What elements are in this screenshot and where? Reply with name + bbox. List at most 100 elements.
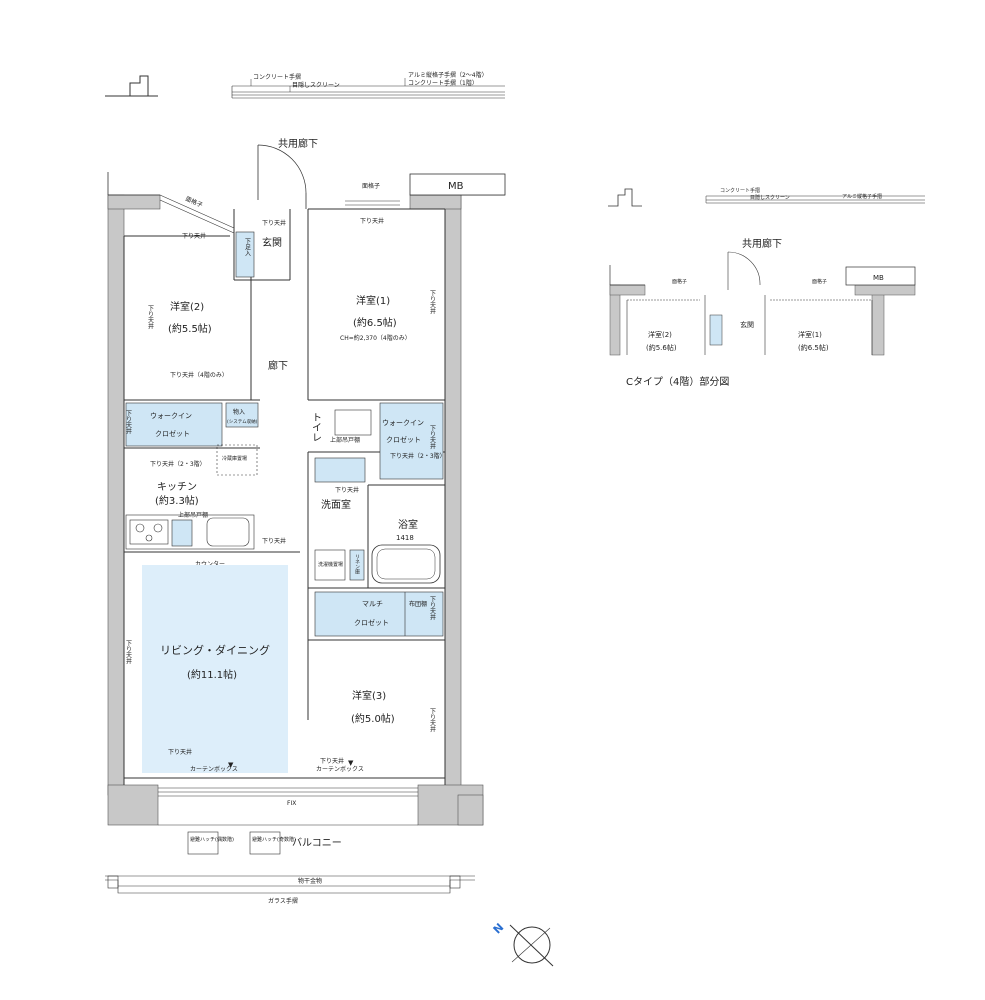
ceiling-kitchen-top: 下り天井（2・3階） bbox=[150, 460, 206, 468]
futon-label: 布団棚 bbox=[409, 600, 427, 608]
hatch-odd bbox=[249, 831, 281, 855]
bathroom-code: 1418 bbox=[396, 534, 414, 542]
inset-alu-rail: アルミ縦格子手摺 bbox=[842, 193, 882, 200]
entrance-label: 玄関 bbox=[262, 236, 282, 249]
ceiling-western2-side: 下り天井 bbox=[147, 305, 154, 330]
blind-screen-label: 目隠しスクリーン bbox=[292, 81, 340, 89]
counter-label: カウンター bbox=[195, 560, 225, 568]
inset-mb-label: MB bbox=[873, 274, 884, 282]
main-plan: MB bbox=[105, 137, 506, 905]
inset-blind-screen: 目隠しスクリーン bbox=[750, 194, 790, 201]
western1-ch-note: CH=約2,370（4階のみ） bbox=[340, 334, 411, 342]
ceiling-4f-note: 下り天井（4階のみ） bbox=[170, 371, 228, 379]
glass-rail-label: ガラス手摺 bbox=[268, 897, 298, 905]
hallway-label: 廊下 bbox=[268, 359, 288, 372]
grille-right-label: 面格子 bbox=[362, 182, 380, 190]
inset-western2-size: (約5.6帖) bbox=[646, 343, 677, 352]
walkin-right-line1: ウォークイン bbox=[382, 419, 424, 427]
entry-door-swing bbox=[257, 144, 307, 194]
bathroom-name: 浴室 bbox=[398, 518, 418, 531]
shoe-cabinet bbox=[235, 231, 255, 278]
mb-box bbox=[409, 173, 506, 196]
triangle-marker-right-icon: ▼ bbox=[348, 759, 354, 767]
washer-space bbox=[314, 549, 346, 581]
inset-corridor-label: 共用廊下 bbox=[742, 237, 782, 250]
inset-western1-name: 洋室(1) bbox=[798, 330, 822, 339]
ceiling-western2: 下り天井 bbox=[182, 232, 206, 240]
right-wall bbox=[444, 194, 462, 796]
concrete-rail-label: コンクリート手摺 bbox=[253, 73, 301, 81]
linen-label: リネン庫 bbox=[354, 554, 360, 575]
ceiling-kitchen: 下り天井 bbox=[262, 537, 286, 545]
kitchen-size: (約3.3帖) bbox=[155, 494, 199, 507]
mb-label: MB bbox=[448, 181, 464, 192]
alu-rail-label: アルミ縦格子手摺（2〜4階） bbox=[408, 71, 488, 79]
ceiling-living-side: 下り天井 bbox=[125, 640, 132, 665]
inset-western1-size: (約6.5帖) bbox=[798, 343, 829, 352]
kitchen-counter bbox=[125, 514, 255, 550]
balcony-label: バルコニー bbox=[292, 837, 342, 849]
compass-n-label: N bbox=[491, 921, 507, 937]
bathtub bbox=[371, 544, 441, 584]
hatch-odd-label: 避難ハッチ(奇数階) bbox=[252, 836, 296, 843]
ceiling-western1-side: 下り天井 bbox=[429, 290, 436, 315]
kitchen-sink bbox=[206, 517, 250, 547]
ceiling-walkin-right: 下り天井 bbox=[429, 425, 436, 450]
living-area-fill bbox=[142, 565, 288, 773]
hatch-even bbox=[187, 831, 219, 855]
stove-icon bbox=[129, 519, 169, 545]
left-wall bbox=[107, 194, 125, 796]
storage-label: 物入 bbox=[233, 408, 245, 416]
multi-line1: マルチ bbox=[362, 600, 383, 608]
compass-icon: N bbox=[491, 921, 554, 967]
inset-concrete-rail: コンクリート手摺 bbox=[720, 187, 760, 194]
walkin-closet-right bbox=[379, 402, 444, 480]
western2-name: 洋室(2) bbox=[170, 300, 204, 313]
ceiling-western3-side: 下り天井 bbox=[429, 708, 436, 733]
inset-western2-name: 洋室(2) bbox=[648, 330, 672, 339]
walkin-left-line1: ウォークイン bbox=[150, 412, 192, 420]
inset-grille-left: 面格子 bbox=[672, 278, 687, 285]
walkin-right-line2: クロゼット bbox=[386, 435, 421, 444]
walkin-left-line2: クロゼット bbox=[155, 429, 190, 438]
ceiling-washroom: 下り天井 bbox=[335, 486, 359, 494]
walkin-closet-left bbox=[125, 402, 223, 447]
multi-closet bbox=[314, 591, 444, 637]
ceiling-walkin-right-bottom: 下り天井（2・3階） bbox=[390, 452, 446, 460]
ceiling-living-bottom: 下り天井 bbox=[168, 748, 192, 756]
western3-size: (約5.0帖) bbox=[351, 712, 395, 725]
ceiling-walkin-left: 下り天井 bbox=[125, 410, 132, 435]
ceiling-western3: 下り天井 bbox=[320, 757, 344, 765]
hatch-even-label: 避難ハッチ(偶数階) bbox=[190, 836, 234, 843]
fridge-label: 冷蔵庫置場 bbox=[222, 455, 247, 462]
ceiling-western1: 下り天井 bbox=[360, 217, 384, 225]
fix-label: FIX bbox=[287, 800, 296, 807]
western1-size: (約6.5帖) bbox=[353, 316, 397, 329]
multi-line2: クロゼット bbox=[354, 618, 389, 627]
washroom-label: 洗面室 bbox=[321, 498, 351, 511]
storage-cabinet bbox=[225, 402, 259, 428]
western1-name: 洋室(1) bbox=[356, 294, 390, 307]
curtain-box-right: カーテンボックス bbox=[316, 765, 364, 773]
triangle-marker-left-icon: ▼ bbox=[228, 761, 234, 769]
western2-size: (約5.5帖) bbox=[168, 322, 212, 335]
living-name: リビング・ダイニング bbox=[160, 643, 270, 657]
top-rail-elevation: コンクリート手摺 目隠しスクリーン アルミ縦格子手摺（2〜4階） コンクリート手… bbox=[105, 71, 505, 99]
vanity bbox=[314, 457, 366, 483]
ceiling-entrance: 下り天井 bbox=[262, 219, 286, 227]
common-corridor-label: 共用廊下 bbox=[278, 137, 318, 150]
shoe-cabinet-label: 下足入 bbox=[244, 238, 251, 256]
concrete-rail-1f-label: コンクリート手摺（1階） bbox=[408, 79, 478, 87]
fridge-space bbox=[216, 444, 258, 476]
living-size: (約11.1帖) bbox=[187, 668, 237, 681]
inset-caption: Cタイプ（4階）部分図 bbox=[626, 375, 729, 388]
ceiling-multi: 下り天井 bbox=[429, 596, 436, 621]
inset-grille-right: 面格子 bbox=[812, 278, 827, 285]
curtain-box-left: カーテンボックス bbox=[190, 765, 238, 773]
upper-cabinet-toilet: 上部吊戸棚 bbox=[330, 436, 360, 444]
storage-note: (システム収納) bbox=[227, 418, 258, 425]
kitchen-name: キッチン bbox=[157, 481, 197, 493]
linen-storage bbox=[349, 549, 365, 581]
drying-hardware-label: 物干金物 bbox=[298, 877, 322, 885]
